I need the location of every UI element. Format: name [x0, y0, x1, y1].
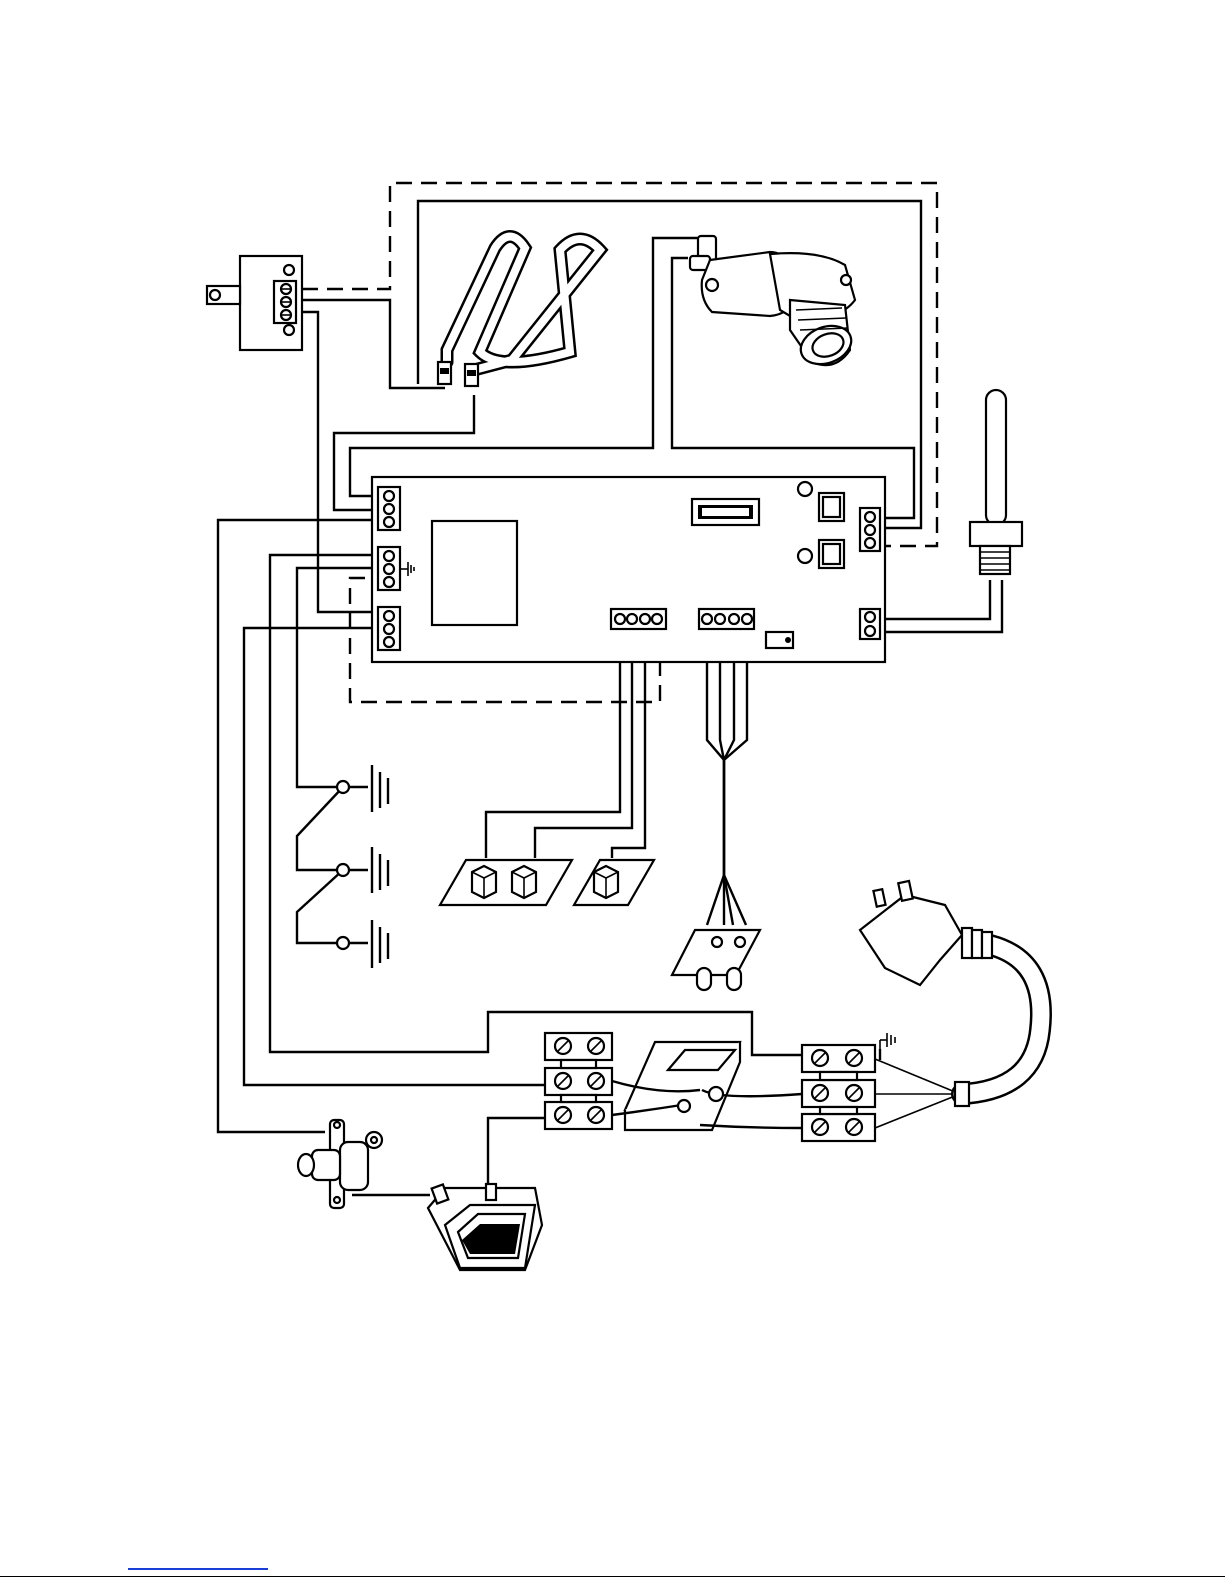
- selector-buttons: [440, 860, 654, 905]
- board-led-2: [798, 549, 812, 563]
- board-terminal-probe: [860, 609, 880, 639]
- rocker-switch: [428, 1184, 542, 1270]
- level-electrode-1: [337, 765, 388, 812]
- heating-element: [438, 237, 600, 387]
- terminal-block-left: [545, 1033, 612, 1129]
- level-electrodes: [337, 765, 388, 968]
- footer-link[interactable]: [128, 1568, 268, 1570]
- temperature-probe: [970, 390, 1022, 574]
- mains-plug: [860, 881, 1041, 1106]
- button-pair: [440, 860, 572, 905]
- board-terminal-buttons: [611, 609, 666, 629]
- probe-connector: [672, 930, 760, 990]
- board-relay: [432, 521, 517, 625]
- level-electrode-2: [337, 847, 388, 893]
- board-microchip: [692, 499, 759, 525]
- board-terminal-top-left: [378, 487, 400, 530]
- footer-rule: [0, 1576, 1225, 1577]
- board-terminal-mid-left: [378, 547, 400, 590]
- button-single: [574, 860, 654, 905]
- control-board: [372, 477, 885, 662]
- board-ic-1: [819, 493, 844, 521]
- board-terminal-probe-connector: [699, 609, 754, 629]
- board-ic-2: [819, 540, 844, 568]
- earth-symbol-mains: [880, 1033, 895, 1049]
- board-led-1: [798, 482, 812, 496]
- level-electrode-3: [337, 920, 388, 968]
- terminal-block-right: [802, 1045, 875, 1141]
- thermostat-box: [207, 256, 302, 350]
- water-solenoid-valve: [690, 236, 857, 371]
- board-terminal-low-left: [378, 607, 400, 650]
- board-terminal-top-right: [860, 508, 880, 551]
- board-jumper: [766, 632, 793, 648]
